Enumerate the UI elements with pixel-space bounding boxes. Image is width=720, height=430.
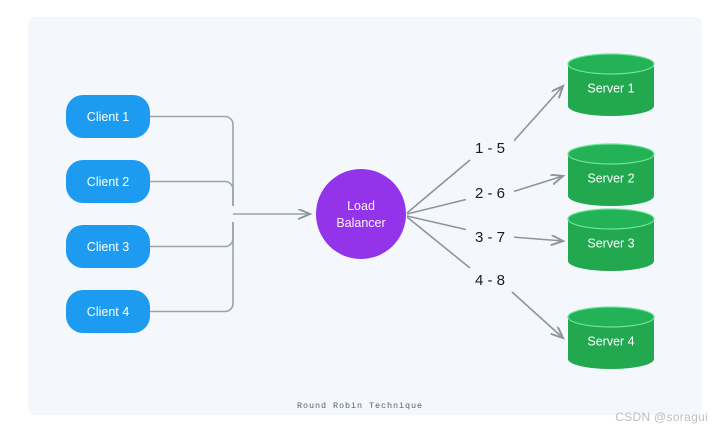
client-connectors — [150, 115, 310, 313]
load-balancer-shape[interactable] — [316, 169, 406, 259]
connector-lb-server-4b — [511, 291, 563, 338]
server-node-4-label: Server 4 — [587, 334, 634, 348]
server-node-1-label: Server 1 — [587, 81, 634, 95]
server-node-2-body[interactable] — [568, 154, 654, 206]
connector-lb-server-1 — [406, 159, 471, 214]
client-node-2-shape[interactable] — [66, 160, 150, 203]
client-node-3[interactable]: Client 3 — [66, 225, 150, 268]
connector-client-1 — [150, 115, 234, 206]
client-node-4[interactable]: Client 4 — [66, 290, 150, 333]
client-node-1-shape[interactable] — [66, 95, 150, 138]
diagram-caption: Round Robin Technique — [297, 401, 423, 411]
server-node-4-top — [567, 306, 655, 328]
loadbalancer-server-connectors — [406, 86, 563, 338]
server-node-2[interactable]: Server 2 — [567, 143, 655, 206]
edge-label-1-backdrop — [466, 139, 514, 158]
connector-client-4 — [150, 222, 234, 313]
edge-label-3-text: 3 - 7 — [475, 229, 505, 246]
server-node-1-top — [567, 53, 655, 75]
load-balancer-label-line2: Balancer — [336, 216, 385, 230]
server-node-3-label: Server 3 — [587, 236, 634, 250]
connector-lb-server-3 — [406, 215, 469, 231]
client-node-1[interactable]: Client 1 — [66, 95, 150, 138]
server-node-4[interactable]: Server 4 — [567, 306, 655, 369]
edge-label-3: 3 - 7 — [466, 228, 514, 247]
server-node-1-body[interactable] — [568, 64, 654, 116]
edge-label-2: 2 - 6 — [466, 184, 514, 203]
connector-lb-server-1b — [511, 86, 563, 144]
load-balancer-label-line1: Load — [347, 199, 375, 213]
server-node-4-body[interactable] — [568, 317, 654, 369]
client-node-3-label: Client 3 — [87, 240, 129, 254]
server-node-2-top — [567, 143, 655, 165]
watermark-label: CSDN @soragui — [615, 410, 708, 424]
connector-lb-server-3b — [511, 237, 563, 241]
edge-label-3-backdrop — [466, 228, 514, 247]
client-node-4-shape[interactable] — [66, 290, 150, 333]
client-node-3-shape[interactable] — [66, 225, 150, 268]
connector-client-2 — [150, 180, 234, 206]
edge-label-2-backdrop — [466, 184, 514, 203]
client-node-2[interactable]: Client 2 — [66, 160, 150, 203]
client-node-2-label: Client 2 — [87, 175, 129, 189]
edge-label-4: 4 - 8 — [466, 271, 514, 290]
edge-label-2-text: 2 - 6 — [475, 185, 505, 202]
edge-label-4-backdrop — [466, 271, 514, 290]
server-node-3-top — [567, 208, 655, 230]
server-node-3-body[interactable] — [568, 219, 654, 271]
connector-client-3 — [150, 222, 234, 248]
connector-lb-server-2 — [406, 198, 469, 215]
edge-label-1: 1 - 5 — [466, 139, 514, 158]
connector-lb-server-2b — [511, 176, 563, 193]
server-node-2-label: Server 2 — [587, 171, 634, 185]
connector-lb-server-4 — [406, 216, 471, 269]
edge-label-4-text: 4 - 8 — [475, 272, 505, 289]
client-node-1-label: Client 1 — [87, 110, 129, 124]
load-balancer-node[interactable]: Load Balancer — [316, 169, 406, 259]
client-node-4-label: Client 4 — [87, 305, 129, 319]
server-node-1[interactable]: Server 1 — [567, 53, 655, 116]
server-node-3[interactable]: Server 3 — [567, 208, 655, 271]
edge-label-1-text: 1 - 5 — [475, 140, 505, 157]
